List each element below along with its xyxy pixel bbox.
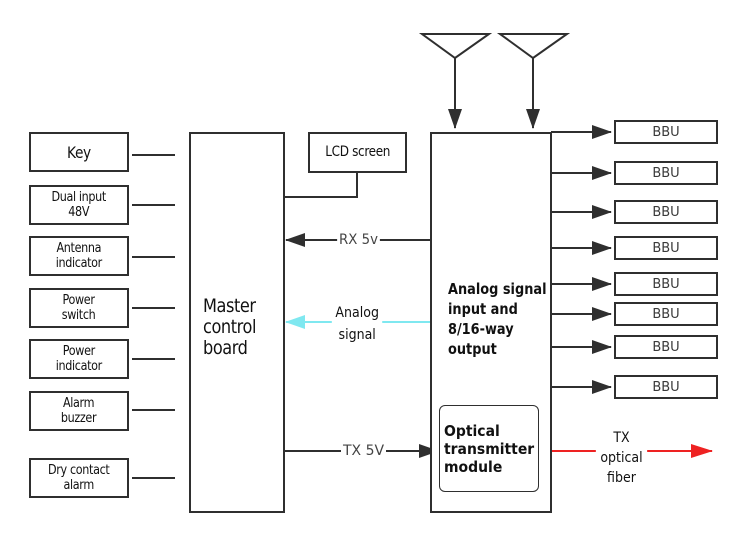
optical-fiber-label: TX optical fiber	[595, 428, 648, 488]
master-control-board	[189, 132, 285, 513]
optical-transmitter-module: Optical transmitter module	[439, 405, 539, 492]
power-switch-box: Power switch	[29, 288, 129, 328]
bbu-label: BBU	[652, 124, 680, 140]
lcd-screen-box: LCD screen	[308, 132, 407, 173]
bbu-arrows	[551, 125, 612, 394]
bbu-label: BBU	[652, 339, 680, 355]
bbu-label: BBU	[652, 276, 680, 292]
dual-input-label: Dual input 48V	[51, 190, 107, 220]
alarm-buzzer-box: Alarm buzzer	[29, 391, 129, 431]
bbu-label: BBU	[652, 240, 680, 256]
alarm-buzzer-label: Alarm buzzer	[61, 396, 97, 426]
bbu-label: BBU	[652, 204, 680, 220]
left-connectors	[132, 154, 175, 479]
bbu-label: BBU	[652, 379, 680, 395]
bbu-box: BBU	[614, 335, 718, 359]
power-indicator-box: Power indicator	[29, 339, 129, 379]
bbu-box: BBU	[614, 200, 718, 224]
dual-input-box: Dual input 48V	[29, 185, 129, 225]
antenna-icon	[496, 33, 571, 129]
bbu-box: BBU	[614, 375, 718, 399]
dry-contact-alarm-box: Dry contact alarm	[29, 458, 129, 498]
bbu-box: BBU	[614, 236, 718, 260]
lcd-connector	[284, 172, 358, 198]
bbu-box: BBU	[614, 120, 718, 144]
antenna-indicator-box: Antenna indicator	[29, 236, 129, 276]
antenna-icon	[418, 33, 493, 129]
rx-signal-label: RX 5v	[337, 232, 380, 248]
key-box: Key	[29, 132, 129, 172]
bbu-box: BBU	[614, 302, 718, 326]
bbu-box: BBU	[614, 161, 718, 185]
analog-signal-unit-label: Analog signal input and 8/16-way output	[448, 280, 547, 358]
bbu-label: BBU	[652, 306, 680, 322]
analog-signal-label: Analog signal	[331, 302, 383, 346]
lcd-screen-label: LCD screen	[325, 144, 390, 160]
dry-contact-alarm-label: Dry contact alarm	[48, 463, 110, 493]
tx-signal-label: TX 5V	[341, 443, 387, 459]
key-label: Key	[67, 142, 91, 162]
power-indicator-label: Power indicator	[55, 344, 103, 374]
antenna-indicator-label: Antenna indicator	[55, 241, 103, 271]
master-control-board-label: Master control board	[203, 295, 257, 359]
optical-transmitter-module-label: Optical transmitter module	[444, 421, 535, 476]
bbu-box: BBU	[614, 272, 718, 296]
bbu-label: BBU	[652, 165, 680, 181]
power-switch-label: Power switch	[62, 293, 96, 323]
